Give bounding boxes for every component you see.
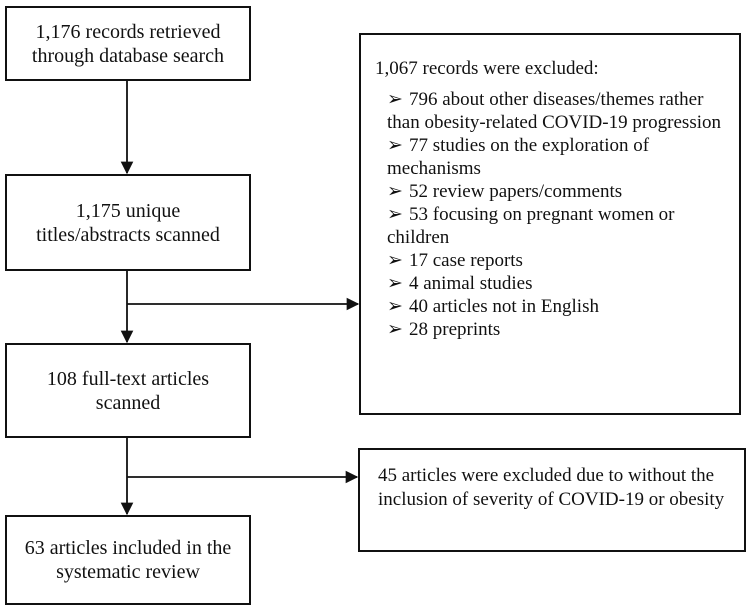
exclusion-item: ➢53 focusing on pregnant women or childr… <box>375 203 729 249</box>
box-fulltext-scanned-line-1: 108 full-text articles <box>46 367 210 390</box>
box-articles-included: 63 articles included in the systematic r… <box>5 515 251 605</box>
arrow-bullet-icon: ➢ <box>387 181 403 202</box>
arrow-bullet-icon: ➢ <box>387 204 403 225</box>
box-fulltext-scanned-line-2: scanned <box>95 391 161 414</box>
exclusion-list: ➢796 about other diseases/themes rather … <box>375 88 729 341</box>
exclusion-fulltext-text: 45 articles were excluded due to without… <box>378 465 725 510</box>
exclusion-item-text: 53 focusing on pregnant women or childre… <box>387 204 675 248</box>
arrow-bullet-icon: ➢ <box>387 250 403 271</box>
exclusion-item-text: 77 studies on the exploration of mechani… <box>387 135 650 179</box>
box-records-retrieved-line-1: 1,176 records retrieved <box>35 20 221 43</box>
box-articles-included-line-2: systematic review <box>56 561 200 583</box>
arrow-bullet-icon: ➢ <box>387 296 403 317</box>
exclusion-item-text: 28 preprints <box>409 319 501 340</box>
box-exclusion-fulltext: 45 articles were excluded due to without… <box>358 448 746 552</box>
exclusion-item: ➢ 17 case reports <box>375 249 729 272</box>
exclusion-item-text: 4 animal studies <box>409 273 533 294</box>
arrow-bullet-icon: ➢ <box>387 135 403 156</box>
exclusion-item: ➢ 28 preprints <box>375 318 729 341</box>
exclusion-item: ➢77 studies on the exploration of mechan… <box>375 134 729 180</box>
box-unique-scanned-line-2: titles/abstracts scanned <box>36 223 220 246</box>
exclusion-item: ➢ 4 animal studies <box>375 272 729 295</box>
box-unique-scanned-line-1: 1,175 unique <box>75 199 181 222</box>
box-fulltext-scanned: 108 full-text articles scanned <box>5 343 251 438</box>
exclusion-item: ➢ 52 review papers/comments <box>375 180 729 203</box>
exclusion-item: ➢ 40 articles not in English <box>375 295 729 318</box>
exclusion-item-text: 40 articles not in English <box>409 296 599 317</box>
arrow-bullet-icon: ➢ <box>387 273 403 294</box>
box-unique-scanned: 1,175 unique titles/abstracts scanned <box>5 174 251 271</box>
arrow-bullet-icon: ➢ <box>387 89 403 110</box>
box-exclusion-records: 1,067 records were excluded: ➢796 about … <box>359 33 741 415</box>
exclusion-item-text: 17 case reports <box>409 250 523 271</box>
exclusion-item: ➢796 about other diseases/themes rather … <box>375 88 729 134</box>
arrow-bullet-icon: ➢ <box>387 319 403 340</box>
box-articles-included-line-1: 63 articles included in the <box>24 537 232 559</box>
exclusion-item-text: 796 about other diseases/themes rather t… <box>387 89 722 133</box>
exclusion-title: 1,067 records were excluded: <box>375 58 599 79</box>
exclusion-item-text: 52 review papers/comments <box>409 181 623 202</box>
box-records-retrieved-line-2: through database search <box>31 44 225 67</box>
box-records-retrieved: 1,176 records retrieved through database… <box>5 6 251 81</box>
